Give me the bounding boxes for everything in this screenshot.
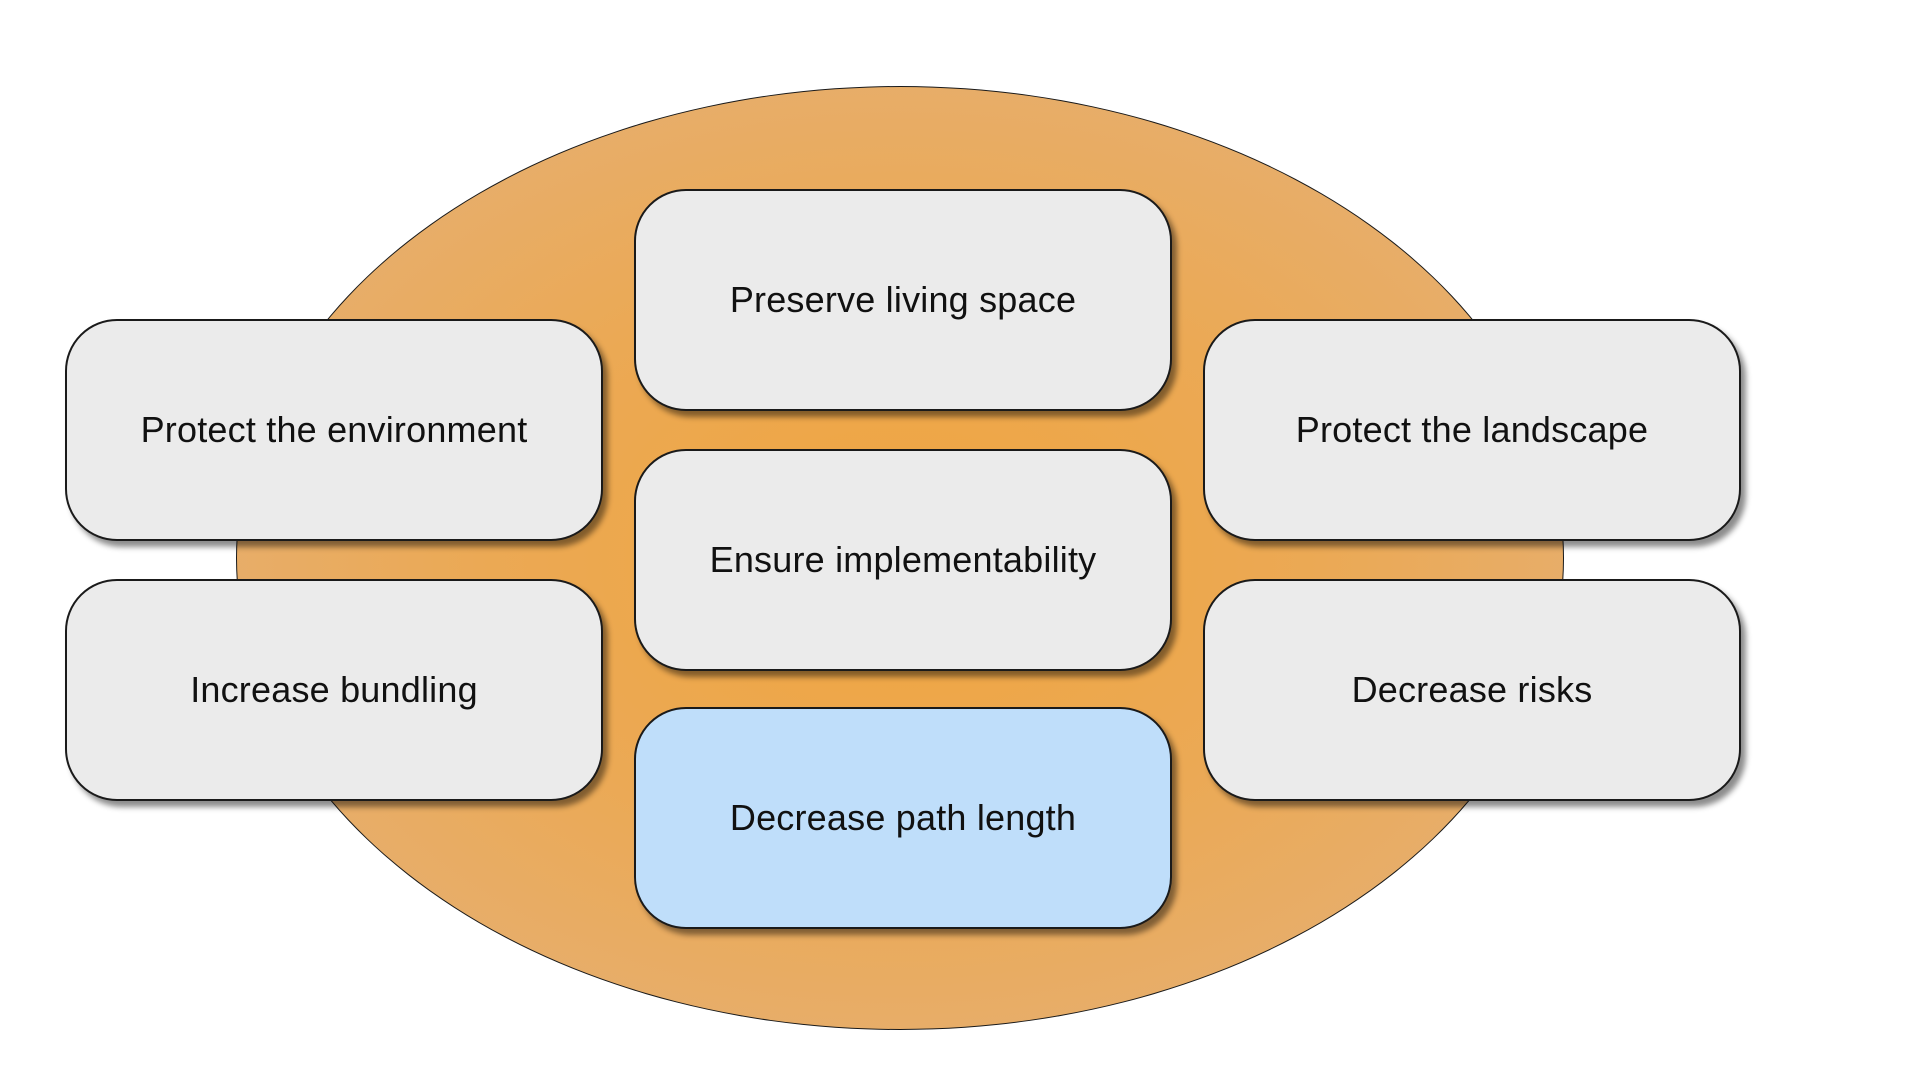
box-decrease-path-length: Decrease path length xyxy=(634,707,1172,929)
box-protect-the-environment: Protect the environment xyxy=(65,319,603,541)
box-label: Protect the environment xyxy=(140,409,528,450)
box-ensure-implementability: Ensure implementability xyxy=(634,449,1172,671)
box-label: Increase bundling xyxy=(190,669,478,710)
box-increase-bundling: Increase bundling xyxy=(65,579,603,801)
box-preserve-living-space: Preserve living space xyxy=(634,189,1172,411)
box-decrease-risks: Decrease risks xyxy=(1203,579,1741,801)
box-label: Decrease risks xyxy=(1351,669,1593,710)
box-label: Preserve living space xyxy=(729,279,1077,320)
box-protect-the-landscape: Protect the landscape xyxy=(1203,319,1741,541)
box-label: Decrease path length xyxy=(729,797,1077,838)
box-label: Ensure implementability xyxy=(709,539,1097,580)
box-label: Protect the landscape xyxy=(1295,409,1649,450)
